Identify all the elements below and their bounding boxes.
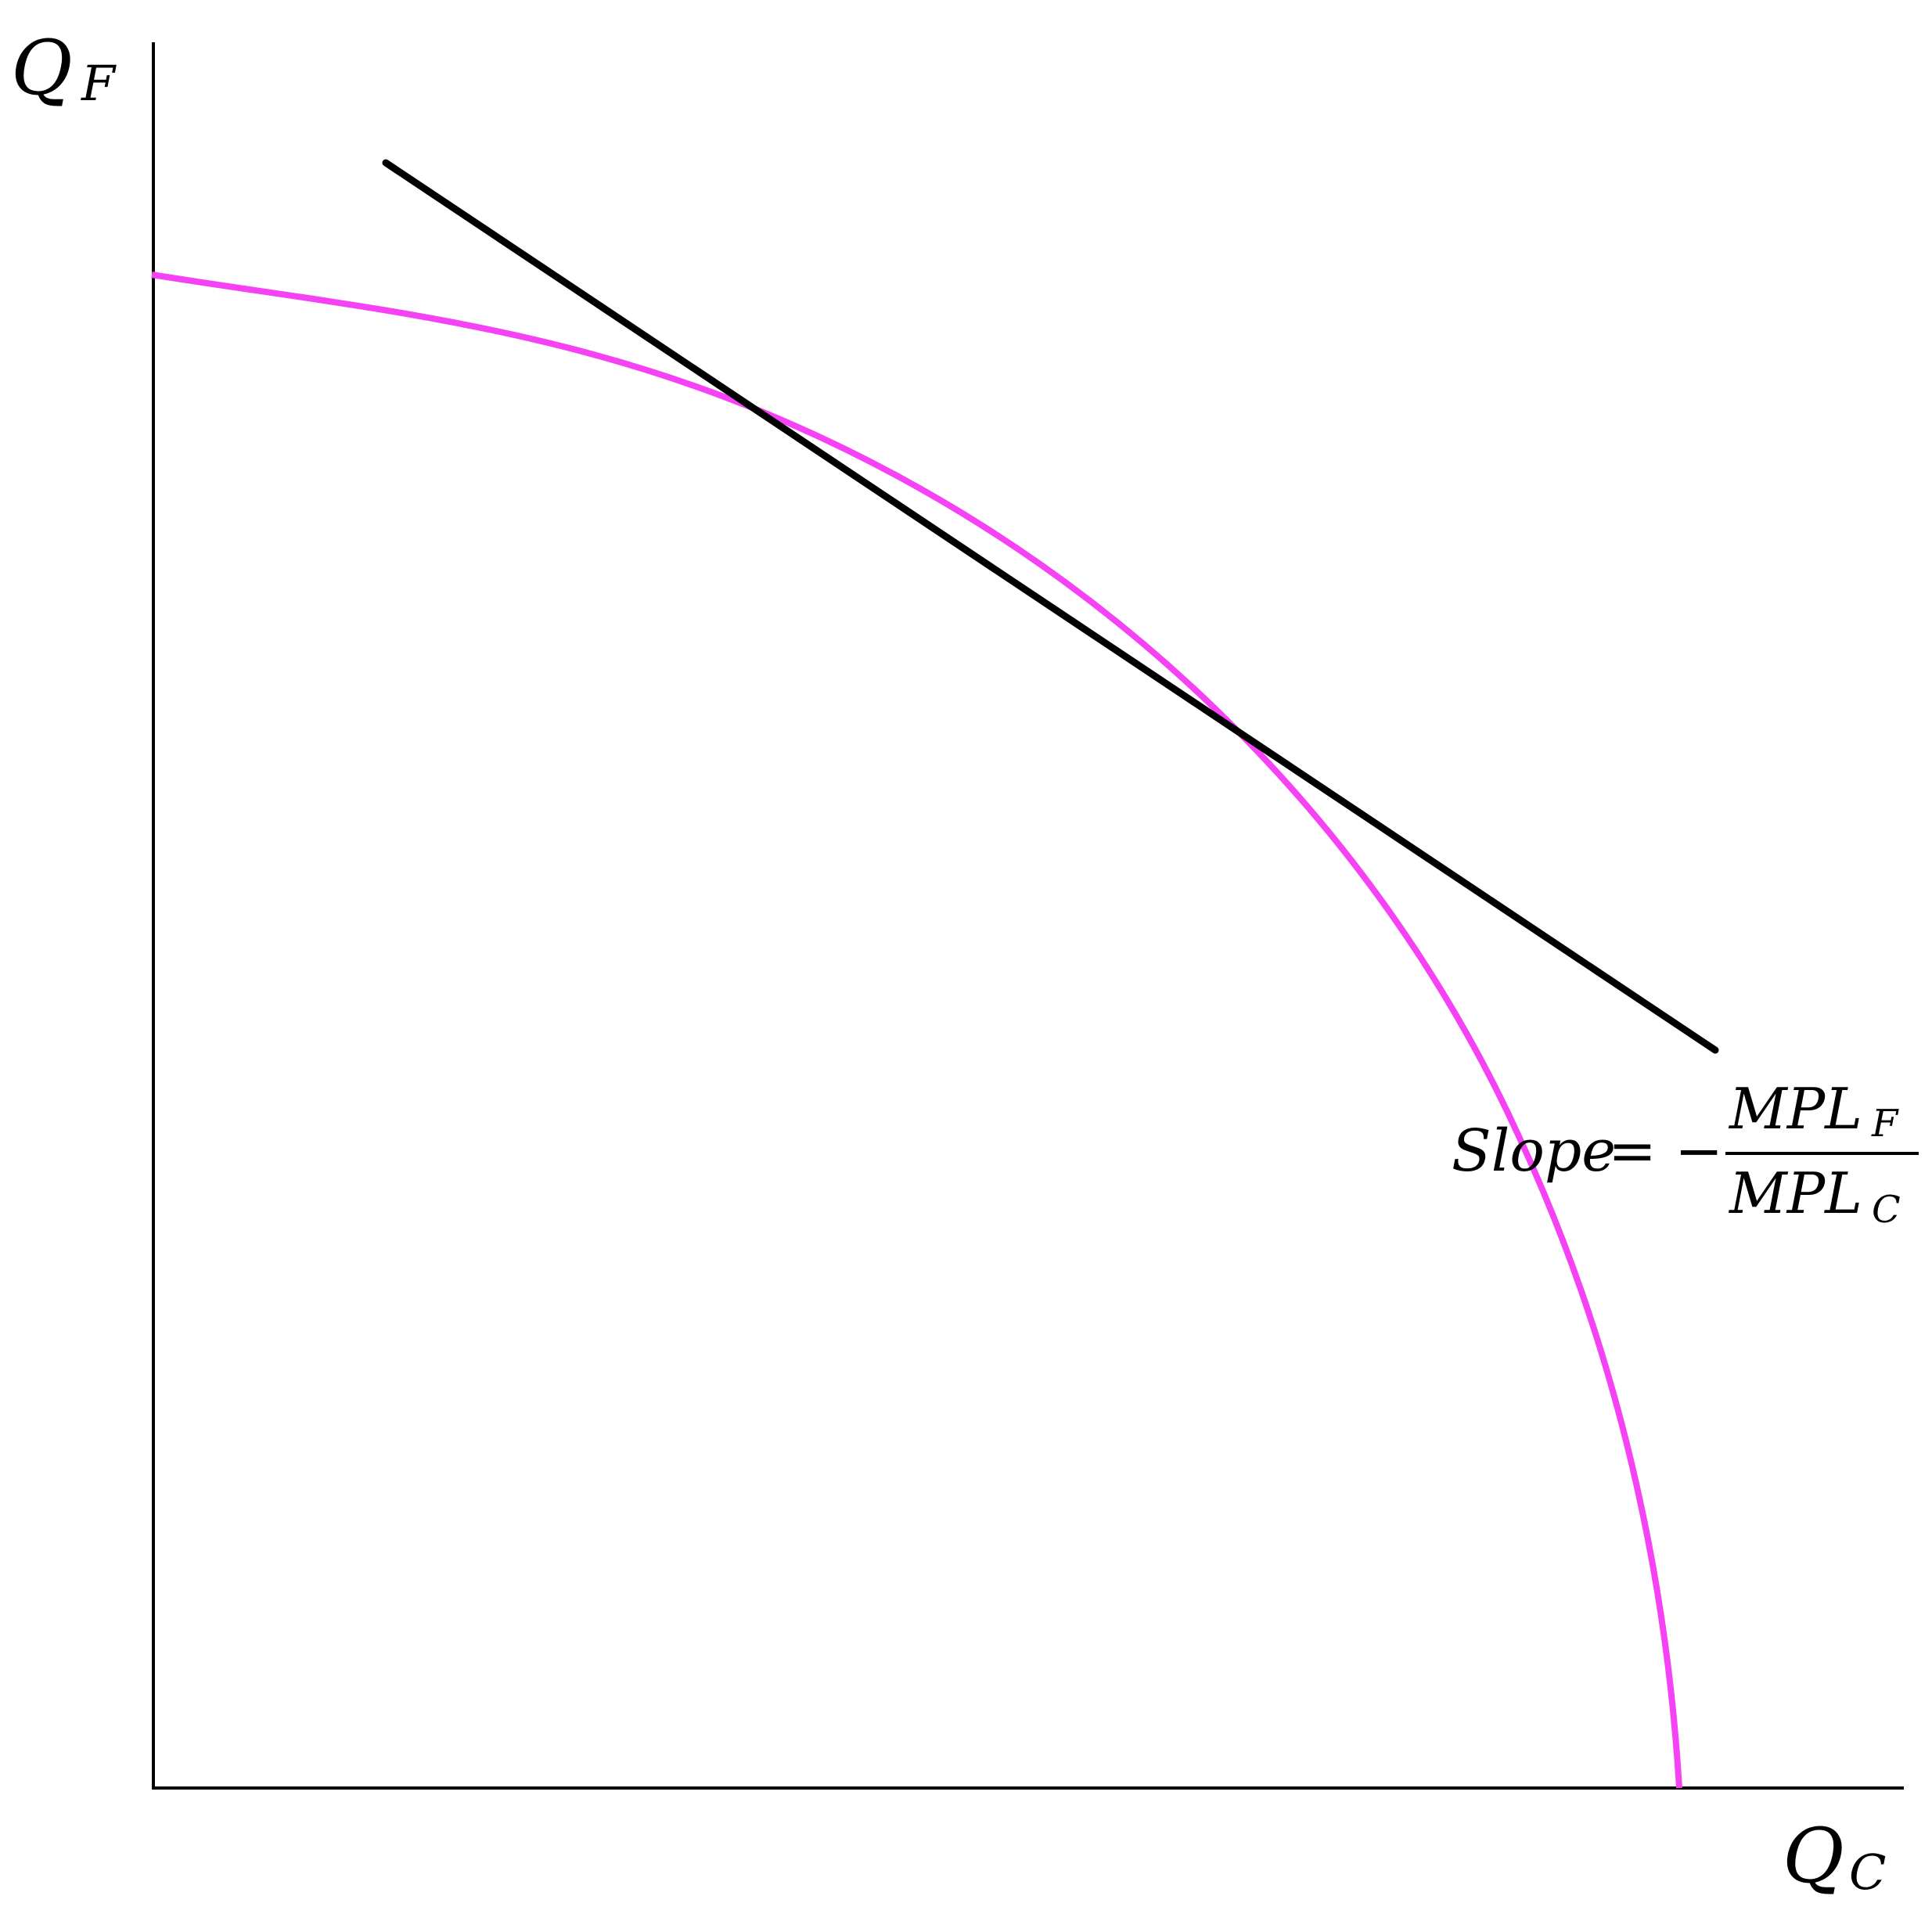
tangent-line bbox=[382, 159, 1719, 1054]
production-possibilities-curve bbox=[151, 272, 1682, 1789]
equals-sign: = bbox=[1608, 1117, 1657, 1185]
slope-label: Slope bbox=[1452, 1117, 1616, 1185]
minus-sign: − bbox=[1675, 1117, 1723, 1185]
